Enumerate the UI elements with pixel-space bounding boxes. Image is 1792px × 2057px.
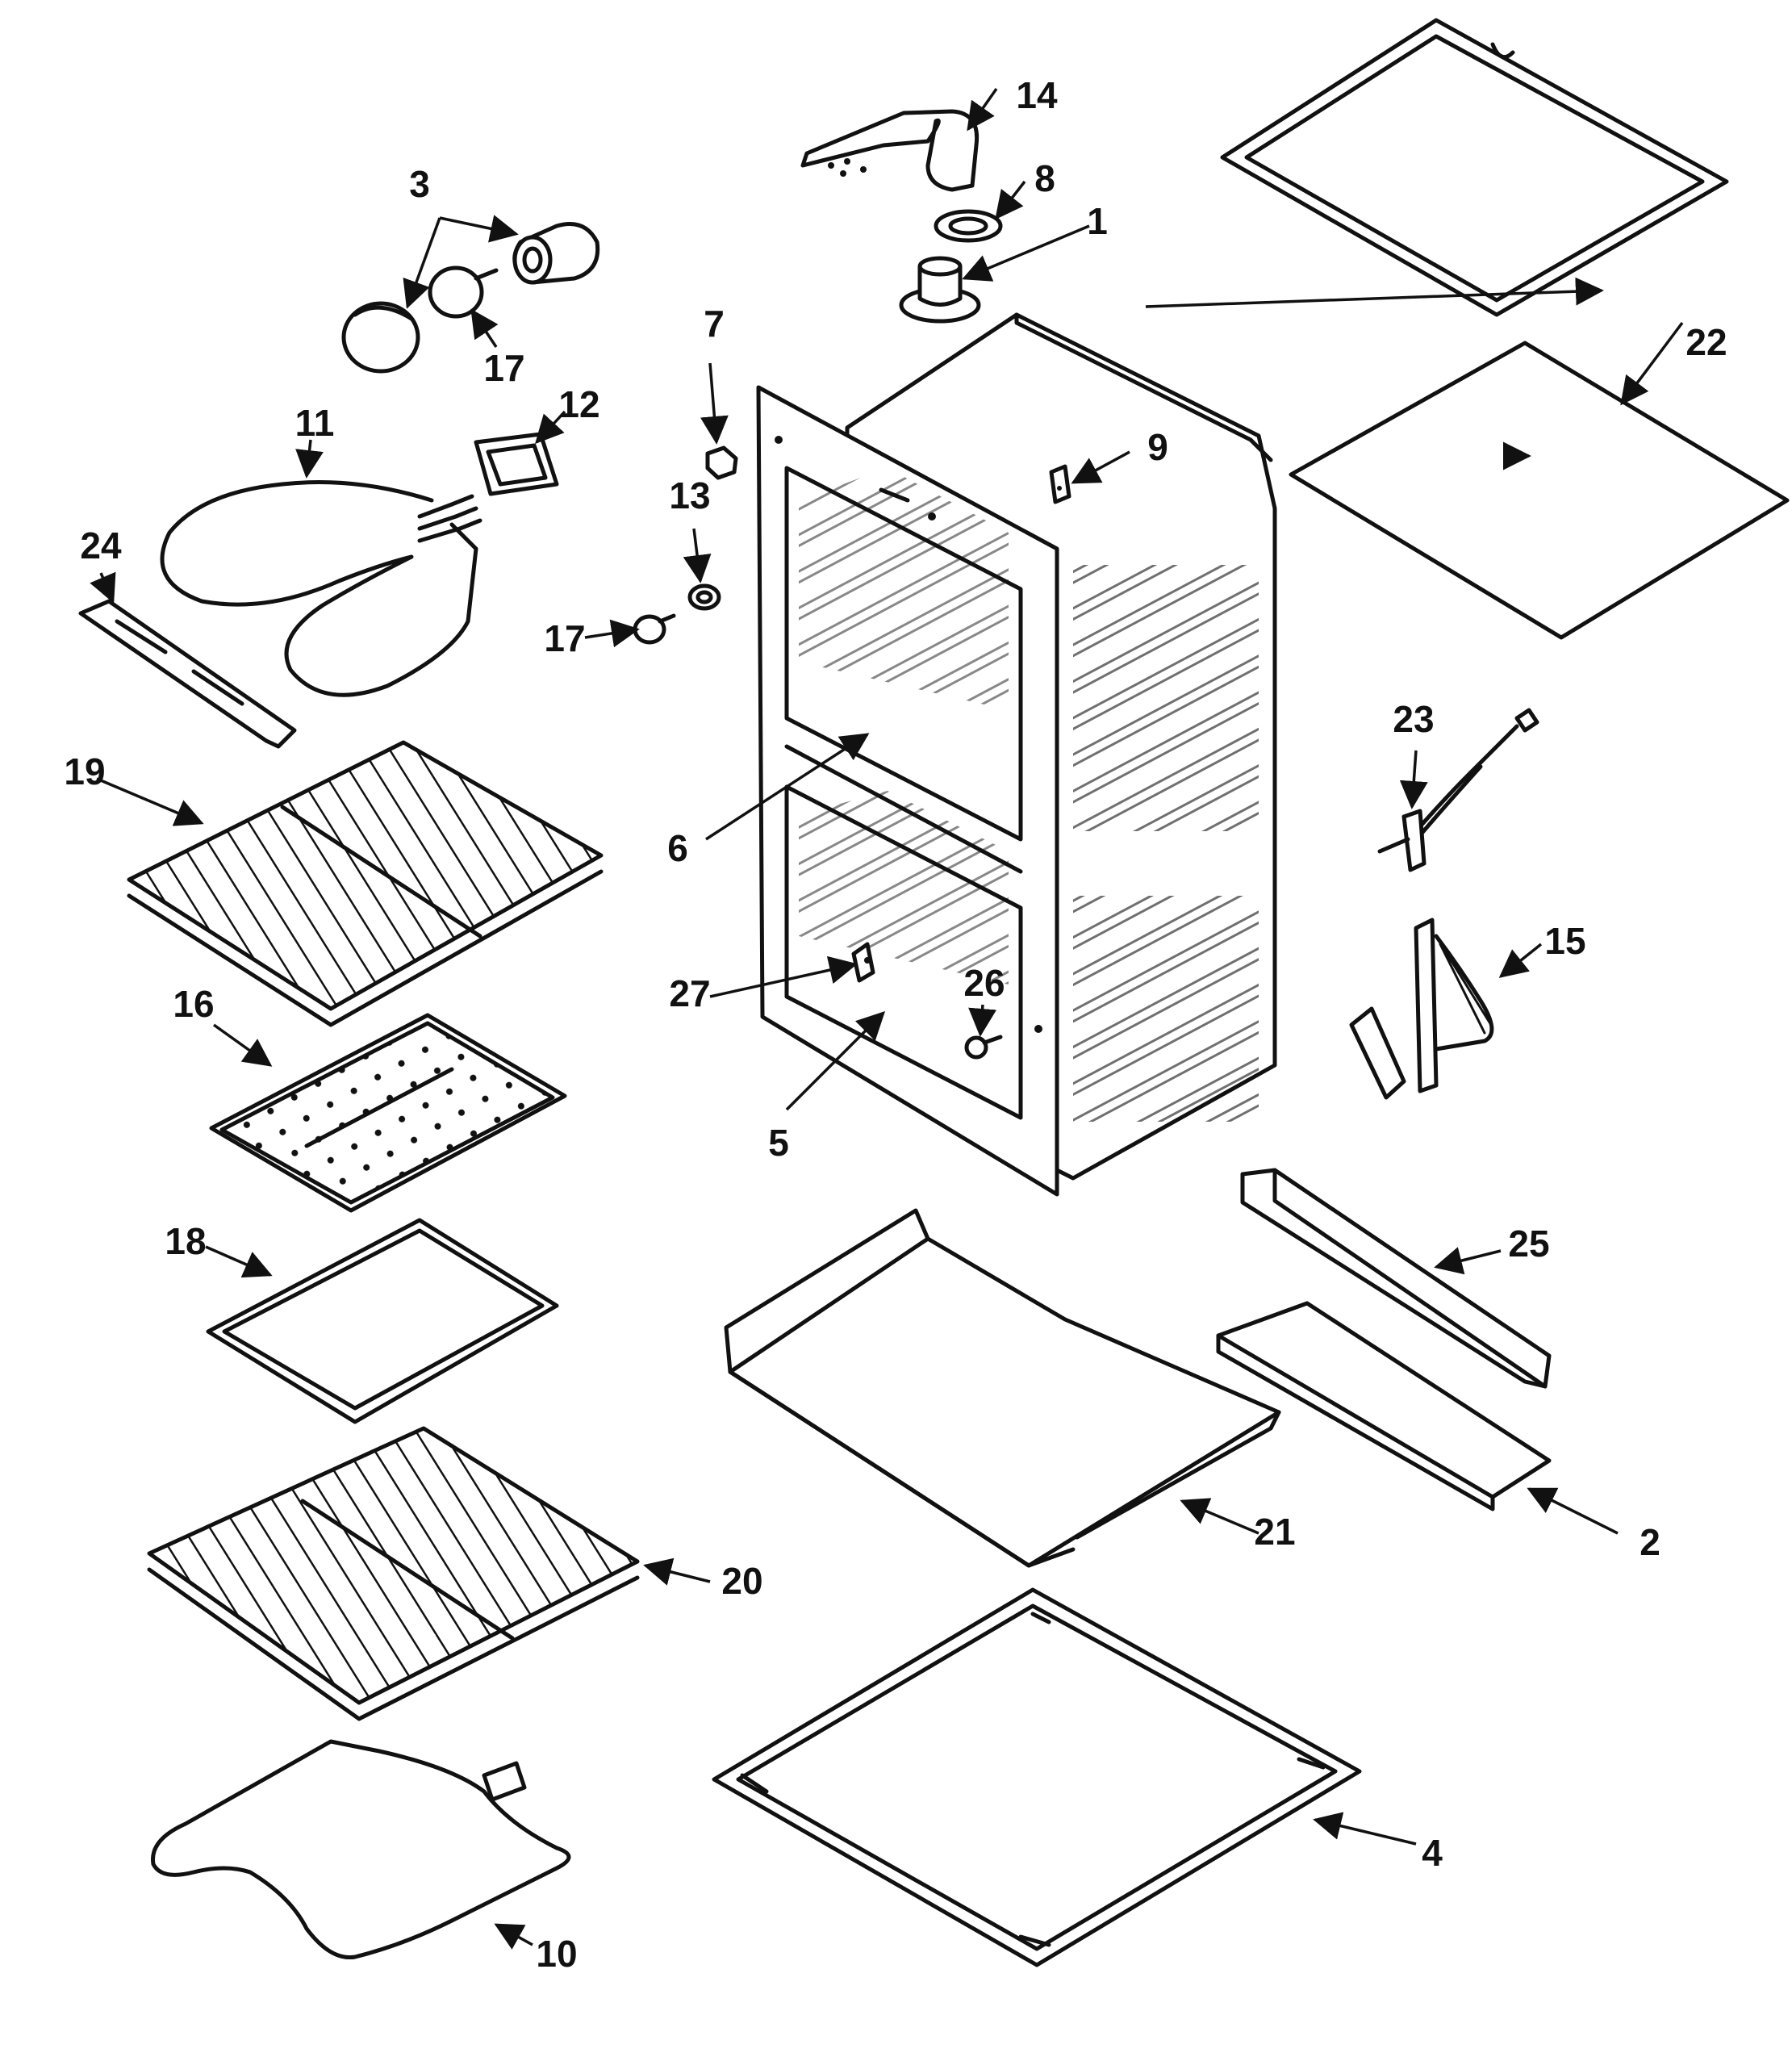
callout-19: 19 xyxy=(64,750,105,792)
part-19-oven-rack-upper xyxy=(127,740,604,1027)
part-23-sensor xyxy=(1377,708,1539,872)
callout-21: 21 xyxy=(1254,1511,1295,1553)
part-3-light-lens xyxy=(341,301,420,374)
callout-15: 15 xyxy=(1544,920,1585,962)
callout-5: 5 xyxy=(768,1122,789,1164)
callout-16: 16 xyxy=(173,983,214,1025)
callout-7: 7 xyxy=(704,303,725,345)
part-7-block xyxy=(705,445,738,480)
part-14-vent-tube xyxy=(800,109,980,192)
part-21-bottom-tray xyxy=(724,1208,1281,1568)
callout-1: 1 xyxy=(1087,200,1108,242)
part-27-bracket-clip xyxy=(851,942,875,983)
part-17-bulb-lower xyxy=(633,613,676,645)
part-26-screw xyxy=(964,1035,1003,1060)
callout-17-upper: 17 xyxy=(483,347,524,389)
part-8-gasket xyxy=(934,209,1003,243)
part-4-bottom-panel xyxy=(712,1587,1362,1967)
part-16-broiler-pan-insert xyxy=(209,1013,567,1213)
callout-18: 18 xyxy=(165,1220,206,1262)
callout-12: 12 xyxy=(558,383,599,425)
part-22-top-panel-frame xyxy=(1220,18,1729,317)
part-9-switch xyxy=(1049,464,1071,504)
callout-6: 6 xyxy=(667,827,688,869)
part-2-bottom-channel xyxy=(1216,1301,1552,1511)
callout-23: 23 xyxy=(1393,698,1434,740)
part-13-socket xyxy=(687,583,721,611)
part-25-support-channel xyxy=(1240,1168,1552,1389)
part-24-bracket xyxy=(78,599,297,749)
callout-10: 10 xyxy=(536,1933,577,1975)
callout-13: 13 xyxy=(669,475,710,516)
part-11-broil-element xyxy=(160,480,482,697)
part-22-top-panel-sheet xyxy=(1289,341,1790,640)
callout-25: 25 xyxy=(1508,1223,1549,1265)
part-18-broiler-pan xyxy=(206,1218,559,1424)
callout-3: 3 xyxy=(409,163,430,205)
callout-2: 2 xyxy=(1640,1521,1660,1563)
part-17-bulb-upper xyxy=(428,265,499,319)
callout-8: 8 xyxy=(1034,157,1055,199)
callout-9: 9 xyxy=(1147,426,1168,468)
callout-4: 4 xyxy=(1422,1832,1443,1874)
callout-22: 22 xyxy=(1685,321,1727,363)
callout-labels: 14 8 1 3 17 7 12 11 13 17 9 22 24 19 6 2… xyxy=(64,74,1727,1975)
callout-24: 24 xyxy=(80,525,122,567)
part-1-vent-fitting xyxy=(899,256,981,324)
callout-27: 27 xyxy=(669,972,710,1014)
callout-11: 11 xyxy=(295,402,335,444)
part-10-bake-element xyxy=(151,1739,571,1960)
callout-17-lower: 17 xyxy=(544,617,585,659)
part-3-light-socket xyxy=(512,222,600,285)
callout-26: 26 xyxy=(963,962,1005,1004)
part-12-bracket-plate xyxy=(474,432,559,496)
part-20-oven-rack-lower xyxy=(147,1426,640,1721)
callout-14: 14 xyxy=(1016,74,1058,116)
leader-lines xyxy=(90,87,1684,1950)
part-15-door-hinge xyxy=(1349,918,1494,1100)
callout-20: 20 xyxy=(721,1560,762,1602)
